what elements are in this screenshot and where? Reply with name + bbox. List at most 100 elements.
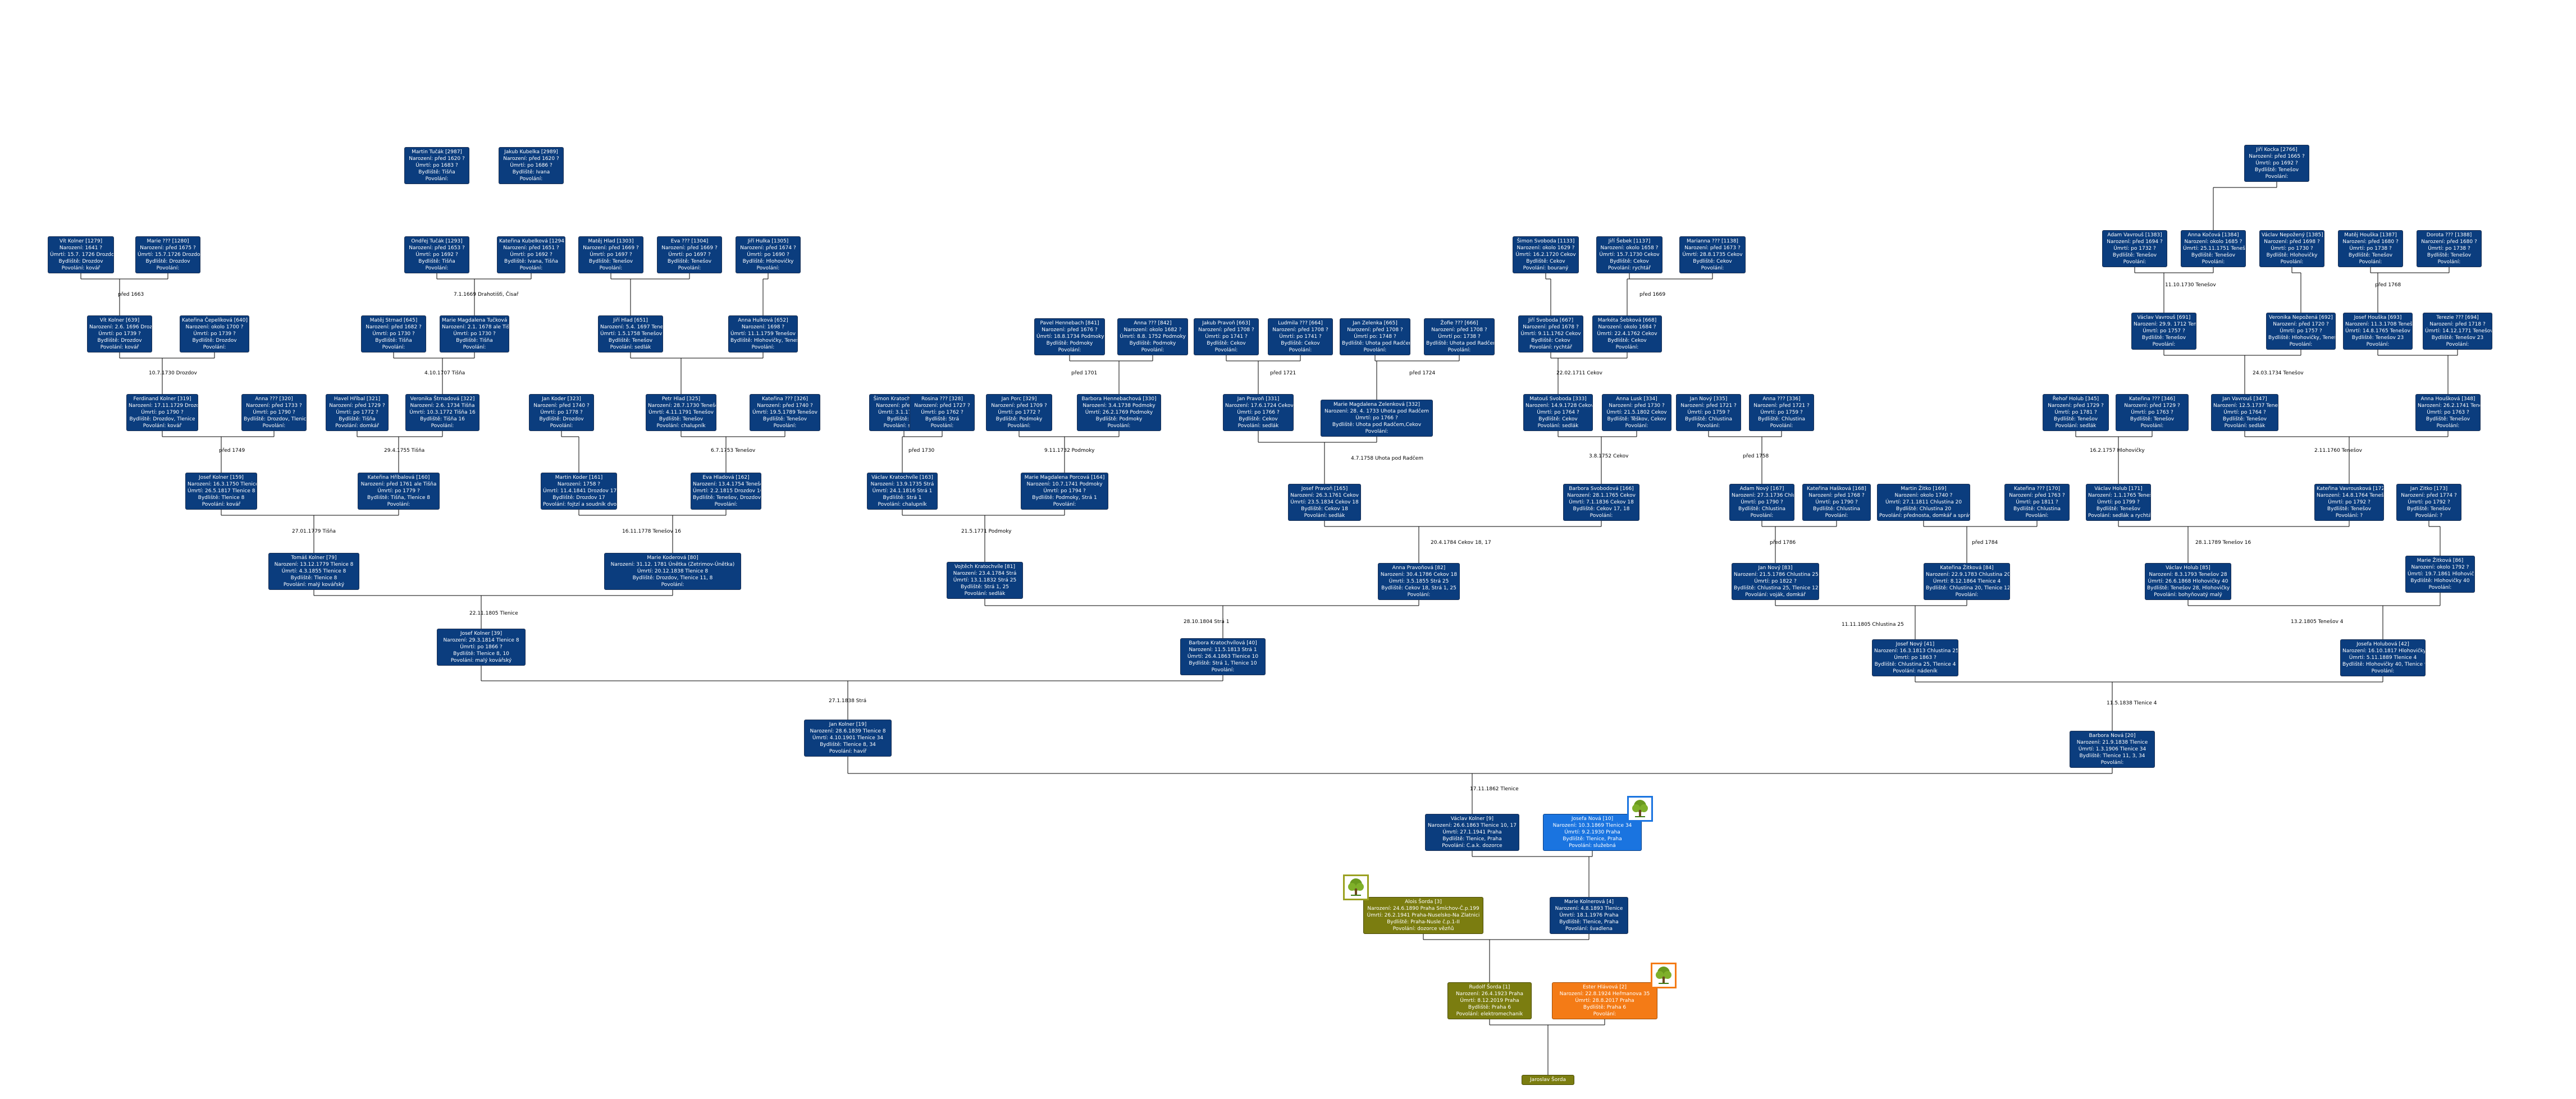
person-box-p161[interactable]: Martin Koder [161]Narození: 1758 ?Úmrtí:… xyxy=(541,473,617,510)
person-box-p645[interactable]: Matěj Strnad [645]Narození: před 1682 ?Ú… xyxy=(361,315,426,352)
person-box-p84[interactable]: Kateřina Žitková [84]Narození: 22.9.1783… xyxy=(1924,563,2010,600)
person-box-p325[interactable]: Petr Hlad [325]Narození: 28.7.1730 Teneš… xyxy=(646,394,716,431)
person-box-p166[interactable]: Barbora Svobodová [166]Narození: 28.1.17… xyxy=(1563,484,1639,521)
person-box-p640[interactable]: Kateřina Čepelíková [640]Narození: okolo… xyxy=(180,315,249,352)
person-box-p1383[interactable]: Adam Vavrouš [1383]Narození: před 1694 ?… xyxy=(2102,230,2167,267)
person-box-p80[interactable]: Marie Koderová [80]Narození: 31.12. 1781… xyxy=(604,553,741,590)
person-box-p2989[interactable]: Jakub Kubelka [2989]Narození: před 1620 … xyxy=(499,147,564,184)
person-box-p334[interactable]: Anna Lusk [334]Narození: před 1730 ?Úmrt… xyxy=(1602,394,1671,431)
person-box-p668[interactable]: Markéta Šebková [668]Narození: okolo 168… xyxy=(1592,315,1662,352)
person-box-p691[interactable]: Václav Vavrouš [691]Narození: 29.9. 1712… xyxy=(2131,313,2196,350)
person-box-p322[interactable]: Veronika Štrnadová [322]Narození: 2.6. 1… xyxy=(405,394,479,431)
person-box-p42[interactable]: Josefa Holubová [42]Narození: 16.10.1817… xyxy=(2340,639,2426,676)
person-box-p172[interactable]: Kateřina Vavrousková [172]Narození: 14.8… xyxy=(2314,484,2384,521)
person-box-p326[interactable]: Kateřina ??? [326]Narození: před 1740 ?Ú… xyxy=(750,394,820,431)
person-box-p345[interactable]: Řehoř Holub [345]Narození: před 1729 ?Úm… xyxy=(2043,394,2109,431)
person-box-p841[interactable]: Pavel Hennebach [841]Narození: před 1676… xyxy=(1034,318,1105,355)
person-box-p1133[interactable]: Šimon Svoboda [1133]Narození: okolo 1629… xyxy=(1513,236,1579,273)
person-box-p652[interactable]: Anna Hulková [652]Narození: 1698 ?Úmrtí:… xyxy=(728,315,798,352)
person-box-p1279[interactable]: Vít Kolner [1279]Narození: 1641 ?Úmrtí: … xyxy=(48,236,114,273)
person-box-p1137[interactable]: Jiří Šebek [1137]Narození: okolo 1658 ?Ú… xyxy=(1596,236,1662,273)
person-box-p79[interactable]: Tomáš Kolner [79]Narození: 13.12.1779 Tl… xyxy=(268,553,359,590)
person-box-p41[interactable]: Josef Nový [41]Narození: 16.3.1813 Chlus… xyxy=(1872,639,1958,676)
person-box-p165[interactable]: Josef Pravoň [165]Narození: 26.3.1761 Ce… xyxy=(1288,484,1361,521)
person-box-p2987[interactable]: Martin Tučák [2987]Narození: před 1620 ?… xyxy=(404,147,469,184)
person-box-p1385[interactable]: Václav Nepožený [1385]Narození: před 169… xyxy=(2259,230,2324,267)
person-box-p40[interactable]: Barbora Kratochvílová [40]Narození: 11.5… xyxy=(1180,638,1266,675)
person-box-p346[interactable]: Kateřina ??? [346]Narození: před 1729 ?Ú… xyxy=(2116,394,2189,431)
person-box-p639[interactable]: Vít Kolner [639]Narození: 2.6. 1696 Droz… xyxy=(87,315,152,352)
person-box-p842[interactable]: Anna ??? [842]Narození: okolo 1682 ?Úmrt… xyxy=(1117,318,1188,355)
person-box-p1138[interactable]: Marianna ??? [1138]Narození: před 1673 ?… xyxy=(1679,236,1746,273)
person-box-p1384[interactable]: Anna Kočová [1384]Narození: okolo 1685 ?… xyxy=(2181,230,2246,267)
person-box-p323[interactable]: Jan Koder [323]Narození: před 1740 ?Úmrt… xyxy=(529,394,594,431)
person-detail: Bydliště: Tišňa xyxy=(418,170,455,175)
person-detail: Bydliště: Drozdov, Tlenice xyxy=(129,416,195,422)
person-box-p10[interactable]: Josefa Nová [10]Narození: 10.3.1869 Tlen… xyxy=(1543,814,1642,851)
person-box-p83[interactable]: Jan Nový [83]Narození: 21.5.1786 Chlusti… xyxy=(1732,563,1819,600)
person-box-p320[interactable]: Anna ??? [320]Narození: před 1733 ?Úmrtí… xyxy=(241,394,307,431)
person-box-p1302[interactable]: Eva ??? [1304]Narození: před 1669 ?Úmrtí… xyxy=(657,236,722,273)
person-box-p1294[interactable]: Kateřina Kubelková [1294]Narození: před … xyxy=(497,236,565,273)
person-detail: Povolání: xyxy=(678,265,701,271)
person-box-p163[interactable]: Václav Kratochvíle [163]Narození: 13.9.1… xyxy=(867,473,938,510)
person-box-p348[interactable]: Anna Houšková [348]Narození: 26.2.1741 T… xyxy=(2415,394,2481,431)
person-box-p9[interactable]: Václav Kolner [9]Narození: 26.6.1863 Tle… xyxy=(1425,814,1519,851)
person-box-p651[interactable]: Jiří Hlad [651]Narození: 5.4. 1697 Teneš… xyxy=(598,315,663,352)
person-box-p171[interactable]: Václav Holub [171]Narození: 1.1.1765 Ten… xyxy=(2086,484,2151,521)
person-box-p169[interactable]: Martin Žitko [169]Narození: okolo 1740 ?… xyxy=(1877,484,1970,521)
person-name: Anna ??? [336] xyxy=(1762,396,1801,402)
person-box-p347[interactable]: Jan Vavrouš [347]Narození: 12.5.1737 Ten… xyxy=(2211,394,2278,431)
person-box-p331[interactable]: Jan Pravoň [331]Narození: 17.6.1724 Ceko… xyxy=(1223,394,1294,431)
family-tree-icon[interactable] xyxy=(1651,963,1677,988)
person-box-p1387[interactable]: Matěj Houška [1387]Narození: před 1680 ?… xyxy=(2338,230,2403,267)
person-box-p1293[interactable]: Ondřej Tučák [1293]Narození: před 1653 ?… xyxy=(404,236,469,273)
person-box-p333[interactable]: Matouš Svoboda [333]Narození: 14.9.1728 … xyxy=(1523,394,1593,431)
person-box-p1280[interactable]: Marie ??? [1280]Narození: před 1675 ?Úmr… xyxy=(135,236,200,273)
person-box-p4[interactable]: Marie Kolnerová [4]Narození: 4.8.1893 Tl… xyxy=(1550,897,1628,934)
person-box-p666[interactable]: Žofie ??? [666]Narození: před 1708 ?Úmrt… xyxy=(1424,318,1495,355)
person-box-p3[interactable]: Alois Šorda [3]Narození: 24.6.1890 Praha… xyxy=(1363,897,1483,934)
person-box-p85[interactable]: Václav Holub [85]Narození: 8.3.1793 Tene… xyxy=(2145,563,2231,600)
person-box-p1388[interactable]: Dorota ??? [1388]Narození: před 1680 ?Úm… xyxy=(2417,230,2482,267)
person-box-p319[interactable]: Ferdinand Kolner [319]Narození: 17.11.17… xyxy=(126,394,198,431)
person-box-p1305[interactable]: Jiří Hulka [1305]Narození: před 1674 ?Úm… xyxy=(736,236,801,273)
person-box-p170[interactable]: Kateřina ??? [170]Narození: před 1763 ?Ú… xyxy=(2004,484,2070,521)
person-box-p2[interactable]: Ester Hlávová [2]Narození: 22.8.1924 Heř… xyxy=(1552,982,1657,1019)
person-box-p173[interactable]: Jan Zitko [173]Narození: před 1774 ?Úmrt… xyxy=(2396,484,2461,521)
person-box-p160[interactable]: Kateřina Hříbalová [160]Narození: před 1… xyxy=(358,473,440,510)
person-box-p328[interactable]: Rosina ??? [328]Narození: před 1727 ?Úmr… xyxy=(910,394,975,431)
person-box-p663[interactable]: Jakub Pravoň [663]Narození: před 1708 ?Ú… xyxy=(1194,318,1259,355)
person-box-p646[interactable]: Marie Magdalena Tučková [646]Narození: 2… xyxy=(440,315,509,352)
person-box-p82[interactable]: Anna Pravoňová [82]Narození: 30.4.1786 C… xyxy=(1378,563,1460,600)
person-box-p20[interactable]: Barbora Nová [20]Narození: 21.9.1838 Tle… xyxy=(2070,731,2155,768)
person-box-p665[interactable]: Jan Zelenka [665]Narození: před 1708 ?Úm… xyxy=(1340,318,1410,355)
person-box-p335[interactable]: Jan Nový [335]Narození: před 1721 ?Úmrtí… xyxy=(1676,394,1741,431)
person-box-p159[interactable]: Josef Kolner [159]Narození: 16.3.1750 Tl… xyxy=(185,473,257,510)
person-box-p693[interactable]: Josef Houška [693]Narození: 11.3.1708 Te… xyxy=(2343,313,2413,350)
person-box-p168[interactable]: Kateřina Hašková [168]Narození: před 176… xyxy=(1802,484,1871,521)
person-box-p1303[interactable]: Matěj Hlad [1303]Narození: před 1669 ?Úm… xyxy=(578,236,643,273)
person-box-p1[interactable]: Rudolf Šorda [1]Narození: 26.4.1923 Prah… xyxy=(1447,982,1532,1019)
person-box-p86[interactable]: Marie Žitková [86]Narození: okolo 1792 ?… xyxy=(2405,556,2475,593)
person-box-p164[interactable]: Marie Magdalena Porcová [164]Narození: 1… xyxy=(1021,473,1108,510)
family-tree-icon[interactable] xyxy=(1343,874,1369,900)
person-box-p336[interactable]: Anna ??? [336]Narození: před 1721 ?Úmrtí… xyxy=(1749,394,1814,431)
person-box-p692[interactable]: Veronika Nepožená [692]Narození: před 17… xyxy=(2266,313,2336,350)
person-box-p81[interactable]: Vojtěch Kratochvíle [81]Narození: 23.4.1… xyxy=(947,562,1023,599)
person-box-p167[interactable]: Adam Nový [167]Narození: 27.3.1736 Chlus… xyxy=(1729,484,1794,521)
person-box-p329[interactable]: Jan Porc [329]Narození: před 1709 ?Úmrtí… xyxy=(986,394,1052,431)
person-box-p39[interactable]: Josef Kolner [39]Narození: 29.3.1814 Tle… xyxy=(437,629,526,666)
person-box-p162[interactable]: Eva Hladová [162]Narození: 13.4.1754 Ten… xyxy=(691,473,761,510)
person-box-p19[interactable]: Jan Kolner [19]Narození: 28.6.1839 Tleni… xyxy=(804,720,892,757)
person-box-p2766[interactable]: Jiří Kocka [2766]Narození: před 1665 ?Úm… xyxy=(2244,145,2309,182)
family-tree-icon[interactable] xyxy=(1627,796,1653,822)
person-box-p0[interactable]: Jaroslav Šorda xyxy=(1522,1075,1574,1085)
person-box-p321[interactable]: Havel Hříbal [321]Narození: před 1729 ?Ú… xyxy=(326,394,389,431)
person-box-p330[interactable]: Barbora Hennebachová [330]Narození: 3.4.… xyxy=(1077,394,1161,431)
person-box-p664[interactable]: Ludmila ??? [664]Narození: před 1708 ?Úm… xyxy=(1268,318,1333,355)
person-box-p694[interactable]: Terezie ??? [694]Narození: před 1718 ?Úm… xyxy=(2423,313,2492,350)
person-detail: Úmrtí: po 1730 ? xyxy=(372,331,415,337)
person-box-p667[interactable]: Jiří Svoboda [667]Narození: před 1678 ?Ú… xyxy=(1518,315,1583,352)
person-box-p332[interactable]: Marie Magdalena Zelenková [332]Narození:… xyxy=(1321,400,1433,437)
